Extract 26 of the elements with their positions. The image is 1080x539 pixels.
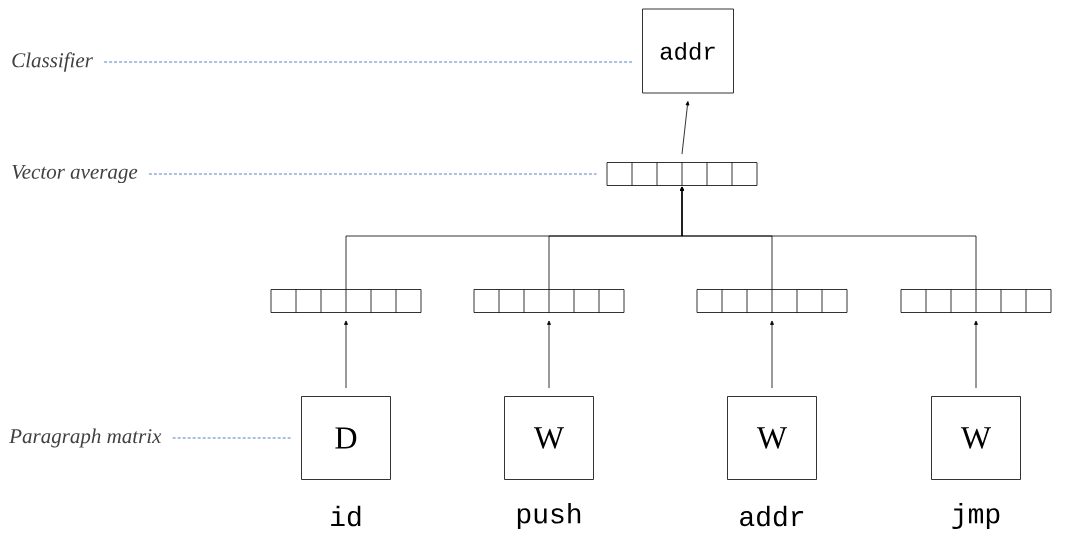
- arrow: [547, 320, 551, 389]
- arrow: [344, 320, 348, 389]
- layer-label: Vector average: [12, 164, 138, 184]
- layer-label: Classifier: [12, 52, 93, 72]
- leader-line: [172, 437, 292, 439]
- matrix-box: W: [931, 396, 1021, 480]
- leader-line: [148, 173, 598, 175]
- output-box: addr: [642, 8, 734, 94]
- matrix-box: W: [727, 396, 817, 480]
- matrix-box: D: [301, 396, 391, 480]
- leader-line: [103, 61, 633, 63]
- matrix-box: W: [504, 396, 594, 480]
- vector-cells: [696, 289, 848, 313]
- vector-cells: [900, 289, 1052, 313]
- token-label: jmp: [952, 502, 1000, 530]
- token-label: addr: [740, 505, 804, 527]
- vector-cells: [270, 289, 422, 313]
- vector-cells: [473, 289, 625, 313]
- vector-cells: [606, 162, 758, 186]
- arrow: [680, 186, 977, 290]
- token-label: id: [331, 505, 361, 527]
- layer-label: Paragraph matrix: [9, 428, 162, 448]
- arrow: [974, 320, 978, 389]
- arrow: [681, 101, 690, 155]
- token-label: push: [517, 502, 581, 530]
- arrow: [770, 320, 774, 389]
